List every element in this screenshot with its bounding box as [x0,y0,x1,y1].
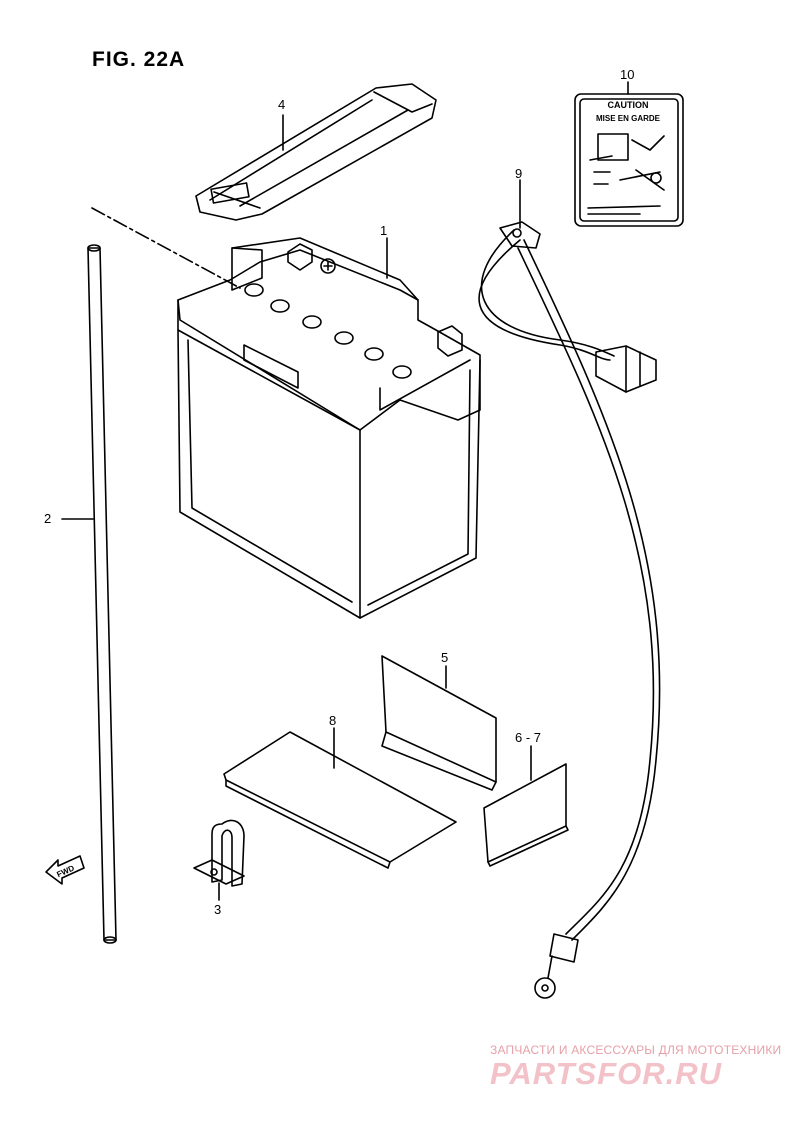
fwd-arrow-icon [45,855,85,885]
battery [177,237,481,619]
callout-10: 10 [620,67,635,82]
callout-1: 1 [380,223,388,238]
battery-strap [195,83,437,221]
clamp-3 [193,819,245,887]
vent-tube [87,244,117,944]
routing-line [91,207,241,289]
callout-9: 9 [515,166,523,181]
cable-lead [478,221,661,999]
pad-5 [381,655,497,791]
caution-label-drawing [574,93,684,227]
watermark-tagline: ЗАПЧАСТИ И АКСЕССУАРЫ ДЛЯ МОТОТЕХНИКИ [490,1043,782,1057]
callout-3: 3 [214,902,222,917]
callout-5: 5 [441,650,449,665]
watermark-logo: PARTSFOR.RU [490,1056,723,1091]
pad-6-7 [483,763,569,867]
callout-6-7: 6 - 7 [515,730,542,745]
callout-8: 8 [329,713,337,728]
sheet-8 [223,731,457,869]
callout-2: 2 [44,511,52,526]
caution-line2: MISE EN GARDE [596,114,661,123]
figure-title: FIG. 22A [92,48,186,71]
caution-line1: CAUTION [608,100,649,110]
callout-4: 4 [278,97,286,112]
